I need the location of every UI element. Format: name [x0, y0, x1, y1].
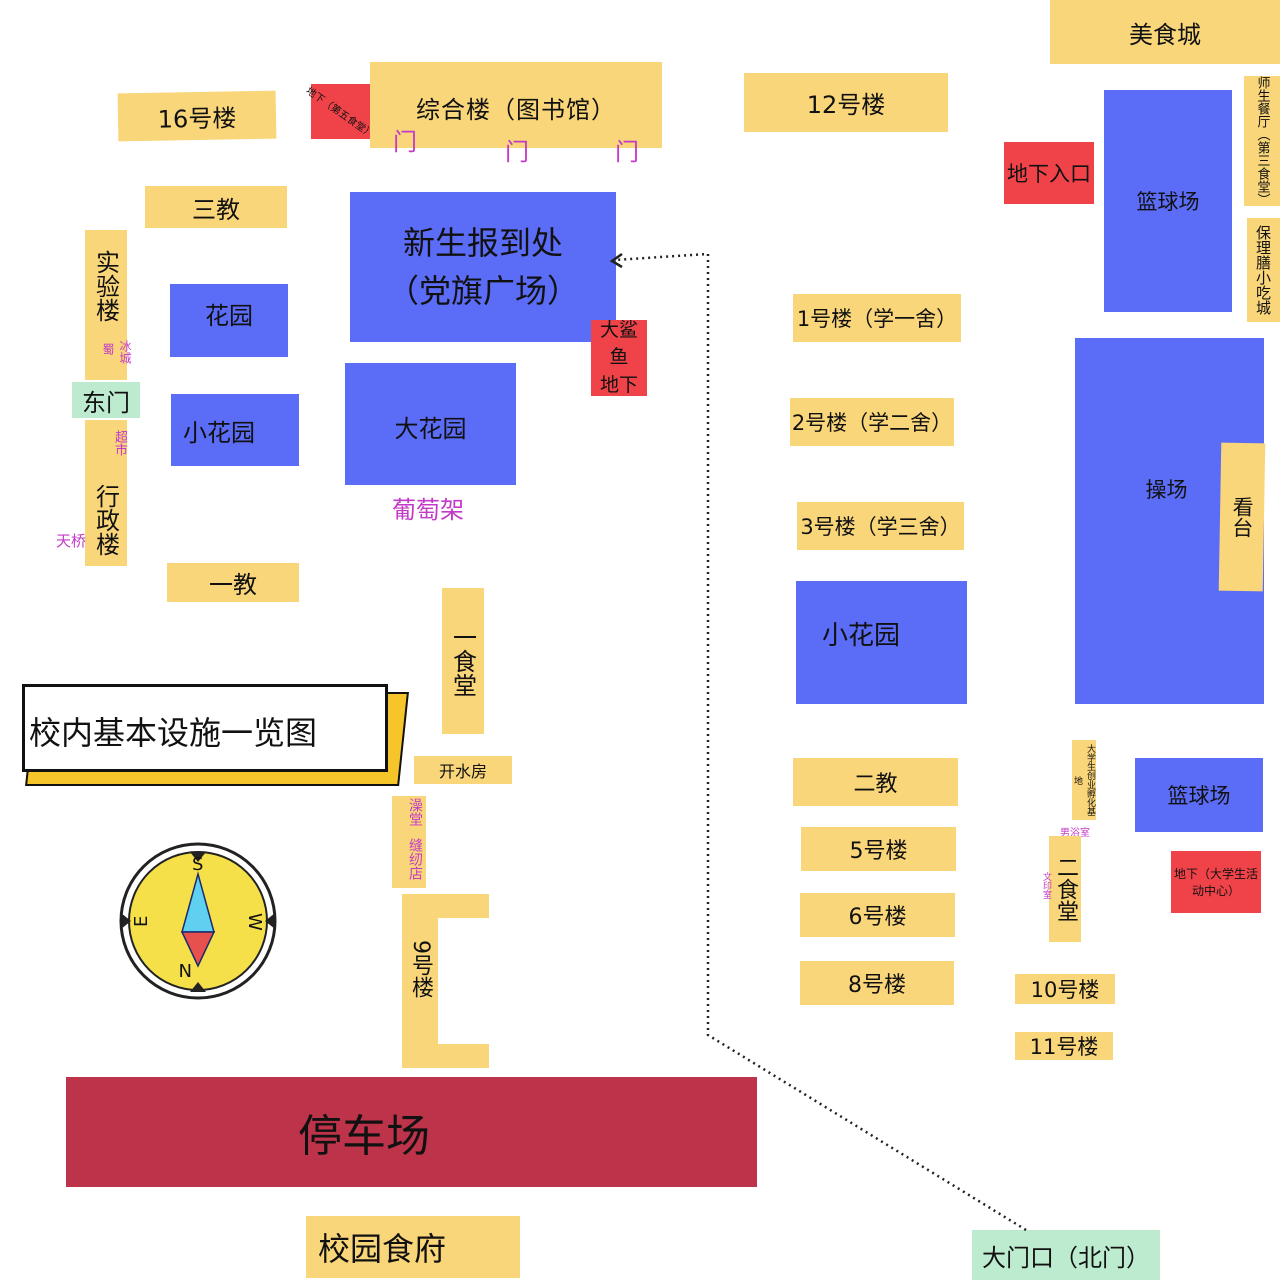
compass-e: E — [131, 916, 152, 927]
boiler-room: 开水房 — [414, 756, 512, 784]
building-9: 9号楼 — [402, 894, 438, 1044]
campus-restaurant: 校园食府 — [306, 1216, 520, 1278]
compass-s: S — [192, 854, 203, 875]
garden: 花园 — [170, 284, 288, 357]
underground-entrance: 地下入口 — [1004, 142, 1094, 204]
teaching-building-3: 三教 — [145, 186, 287, 228]
building-12: 12号楼 — [744, 73, 948, 132]
teacher-canteen: 师生餐厅（第三食堂） — [1244, 76, 1280, 206]
building-11: 11号楼 — [1015, 1032, 1113, 1060]
tailor-label: 缝纫店 — [407, 838, 423, 880]
grandstand: 看台 — [1218, 442, 1266, 592]
big-garden: 大花园 — [345, 363, 516, 485]
entrepreneurship-base: 大学生创业孵化基地 — [1072, 740, 1096, 820]
supermarket-label: 超市 — [112, 430, 127, 456]
parking-lot: 停车场 — [66, 1077, 757, 1187]
compass-right-mark — [265, 913, 275, 929]
teaching-building-1: 一教 — [167, 563, 299, 602]
building-16: 16号楼 — [117, 90, 277, 142]
dorm-3: 3号楼（学三舍） — [797, 502, 964, 550]
canteen-1: 一食堂 — [442, 588, 484, 734]
basketball-court-top: 篮球场 — [1104, 90, 1232, 312]
shark-line2: 地下 — [599, 373, 638, 396]
small-garden-left: 小花园 — [171, 394, 299, 466]
bingcheng-label: 冰城 — [118, 340, 132, 364]
compass-top-mark — [190, 852, 206, 862]
bath-label: 澡堂 — [407, 798, 423, 826]
bridge-label: 天桥 — [56, 532, 87, 550]
admin-building: 行政楼 — [85, 420, 127, 566]
shu-label: 蜀 — [101, 343, 115, 355]
compass-bottom-mark — [190, 982, 206, 992]
small-garden-right: 小花园 — [796, 581, 967, 704]
building-5: 5号楼 — [801, 827, 956, 871]
canteen-2: 二食堂 — [1049, 836, 1081, 942]
compass-left-mark — [121, 913, 131, 929]
dorm-2: 2号楼（学二舍） — [790, 398, 954, 446]
building-6: 6号楼 — [800, 893, 955, 937]
compass-n: N — [179, 959, 192, 980]
library-building: 综合楼（图书馆） — [370, 62, 662, 148]
door-label-2: 门 — [505, 138, 529, 166]
registration-line2: （党旗广场） — [386, 272, 579, 310]
bathroom-label: 男浴室 — [1060, 828, 1090, 839]
basketball-court-bottom: 篮球场 — [1135, 758, 1263, 832]
dorm-1: 1号楼（学一舍） — [793, 294, 961, 342]
door-label-3: 门 — [615, 138, 639, 166]
shark-line1: 大鲨鱼 — [599, 318, 638, 369]
registration-line1: 新生报到处 — [402, 224, 563, 262]
compass-w: W — [244, 913, 265, 931]
food-city: 美食城 — [1050, 0, 1280, 64]
main-gate-north: 大门口（北门） — [972, 1230, 1160, 1280]
door-label-1: 门 — [393, 128, 417, 156]
shark-underground: 大鲨鱼 地下 — [591, 318, 647, 396]
compass-icon: S N W E — [119, 842, 277, 1000]
snack-city: 保理膳小吃城 — [1247, 218, 1280, 322]
east-gate: 东门 — [72, 382, 140, 418]
building-9-bottom — [402, 1044, 489, 1068]
compass-needle-red — [180, 931, 216, 968]
grape-trellis-label: 葡萄架 — [392, 496, 464, 524]
student-activity-center: 地下（大学生活动中心） — [1171, 851, 1261, 913]
map-title: 校内基本设施一览图 — [22, 684, 388, 772]
registration-plaza: 新生报到处 （党旗广场） — [350, 192, 616, 342]
underground-canteen-5 — [311, 84, 373, 139]
building-8: 8号楼 — [800, 961, 954, 1005]
print-shop-label: 文印室 — [1041, 872, 1051, 899]
lab-building: 实验楼 — [85, 230, 127, 380]
teaching-building-2: 二教 — [793, 758, 958, 806]
bath-tailor-strip — [392, 796, 426, 888]
building-10: 10号楼 — [1015, 974, 1115, 1004]
